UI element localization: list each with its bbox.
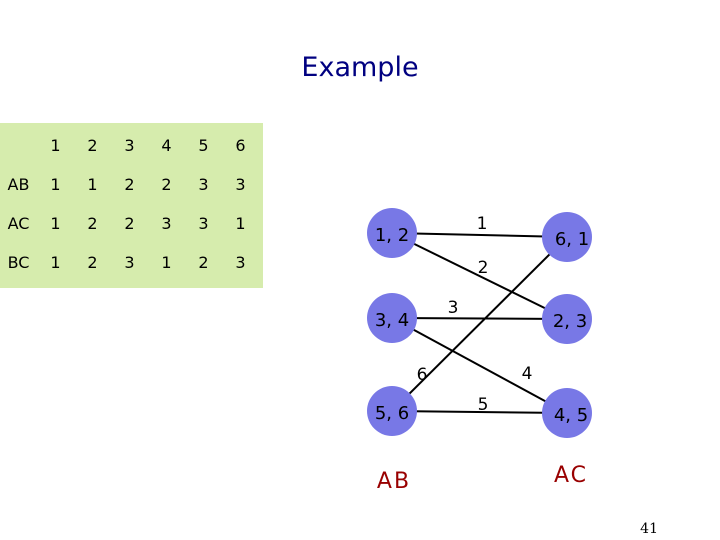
edge-label: 4	[522, 364, 533, 384]
table-row: BC 1 2 3 1 2 3	[0, 243, 259, 282]
column-header: 2	[87, 136, 98, 155]
column-header: 4	[161, 136, 172, 155]
node-label: 5, 6	[375, 403, 409, 424]
table-cell: 1	[50, 253, 61, 272]
table-cell: 2	[124, 214, 135, 233]
node-6-1: 6, 1	[542, 212, 592, 262]
table-cell: 1	[87, 175, 98, 194]
table-cell: 3	[124, 253, 135, 272]
table-cell: 2	[87, 214, 98, 233]
table-cell: 1	[50, 214, 61, 233]
table-cell: 3	[198, 214, 209, 233]
table-header-row: 1 2 3 4 5 6	[0, 126, 259, 165]
table-cell: 2	[87, 253, 98, 272]
edge-label: 3	[448, 298, 459, 318]
table-cell: 1	[161, 253, 172, 272]
table-cell: 3	[235, 253, 246, 272]
edge-label: 1	[477, 214, 488, 234]
left-caption: AB	[377, 469, 411, 494]
edge-label: 2	[478, 258, 489, 278]
slide-title: Example	[301, 52, 419, 83]
table-row: AB 1 1 2 2 3 3	[0, 165, 259, 204]
row-label: AC	[7, 214, 30, 233]
edge-label: 5	[478, 395, 489, 415]
edge-3	[391, 317, 568, 320]
table-cell: 2	[198, 253, 209, 272]
node-label: 1, 2	[375, 225, 409, 246]
edge-5	[391, 410, 568, 414]
node-2-3: 2, 3	[542, 294, 592, 344]
table-cell: 3	[235, 175, 246, 194]
table-cell: 3	[198, 175, 209, 194]
assignment-table: 1 2 3 4 5 6 AB 1 1 2 2 3 3 AC 1 2 2 3 3 …	[0, 126, 259, 282]
table-cell: 2	[161, 175, 172, 194]
row-label: BC	[7, 253, 30, 272]
node-label: 6, 1	[555, 229, 589, 250]
table-row: AC 1 2 2 3 3 1	[0, 204, 259, 243]
node-4-5: 4, 5	[542, 388, 592, 438]
right-caption: AC	[554, 463, 588, 488]
table-cell: 2	[124, 175, 135, 194]
edge-6	[391, 236, 568, 412]
table-cell: 1	[50, 175, 61, 194]
node-label: 3, 4	[375, 310, 409, 331]
edge-4	[391, 317, 568, 414]
table-background	[0, 123, 263, 288]
column-header: 1	[50, 136, 61, 155]
node-label: 4, 5	[554, 405, 588, 426]
page-number: 41	[640, 521, 658, 537]
edge-2	[391, 232, 568, 320]
column-header: 5	[198, 136, 209, 155]
row-label: AB	[7, 175, 30, 194]
table-cell: 1	[235, 214, 246, 233]
column-header: 6	[235, 136, 246, 155]
edge-1	[391, 232, 568, 238]
node-3-4: 3, 4	[367, 293, 417, 343]
node-1-2: 1, 2	[367, 208, 417, 258]
column-header: 3	[124, 136, 135, 155]
edge-label: 6	[417, 365, 428, 385]
node-5-6: 5, 6	[367, 386, 417, 436]
table-cell: 3	[161, 214, 172, 233]
node-label: 2, 3	[553, 311, 587, 332]
